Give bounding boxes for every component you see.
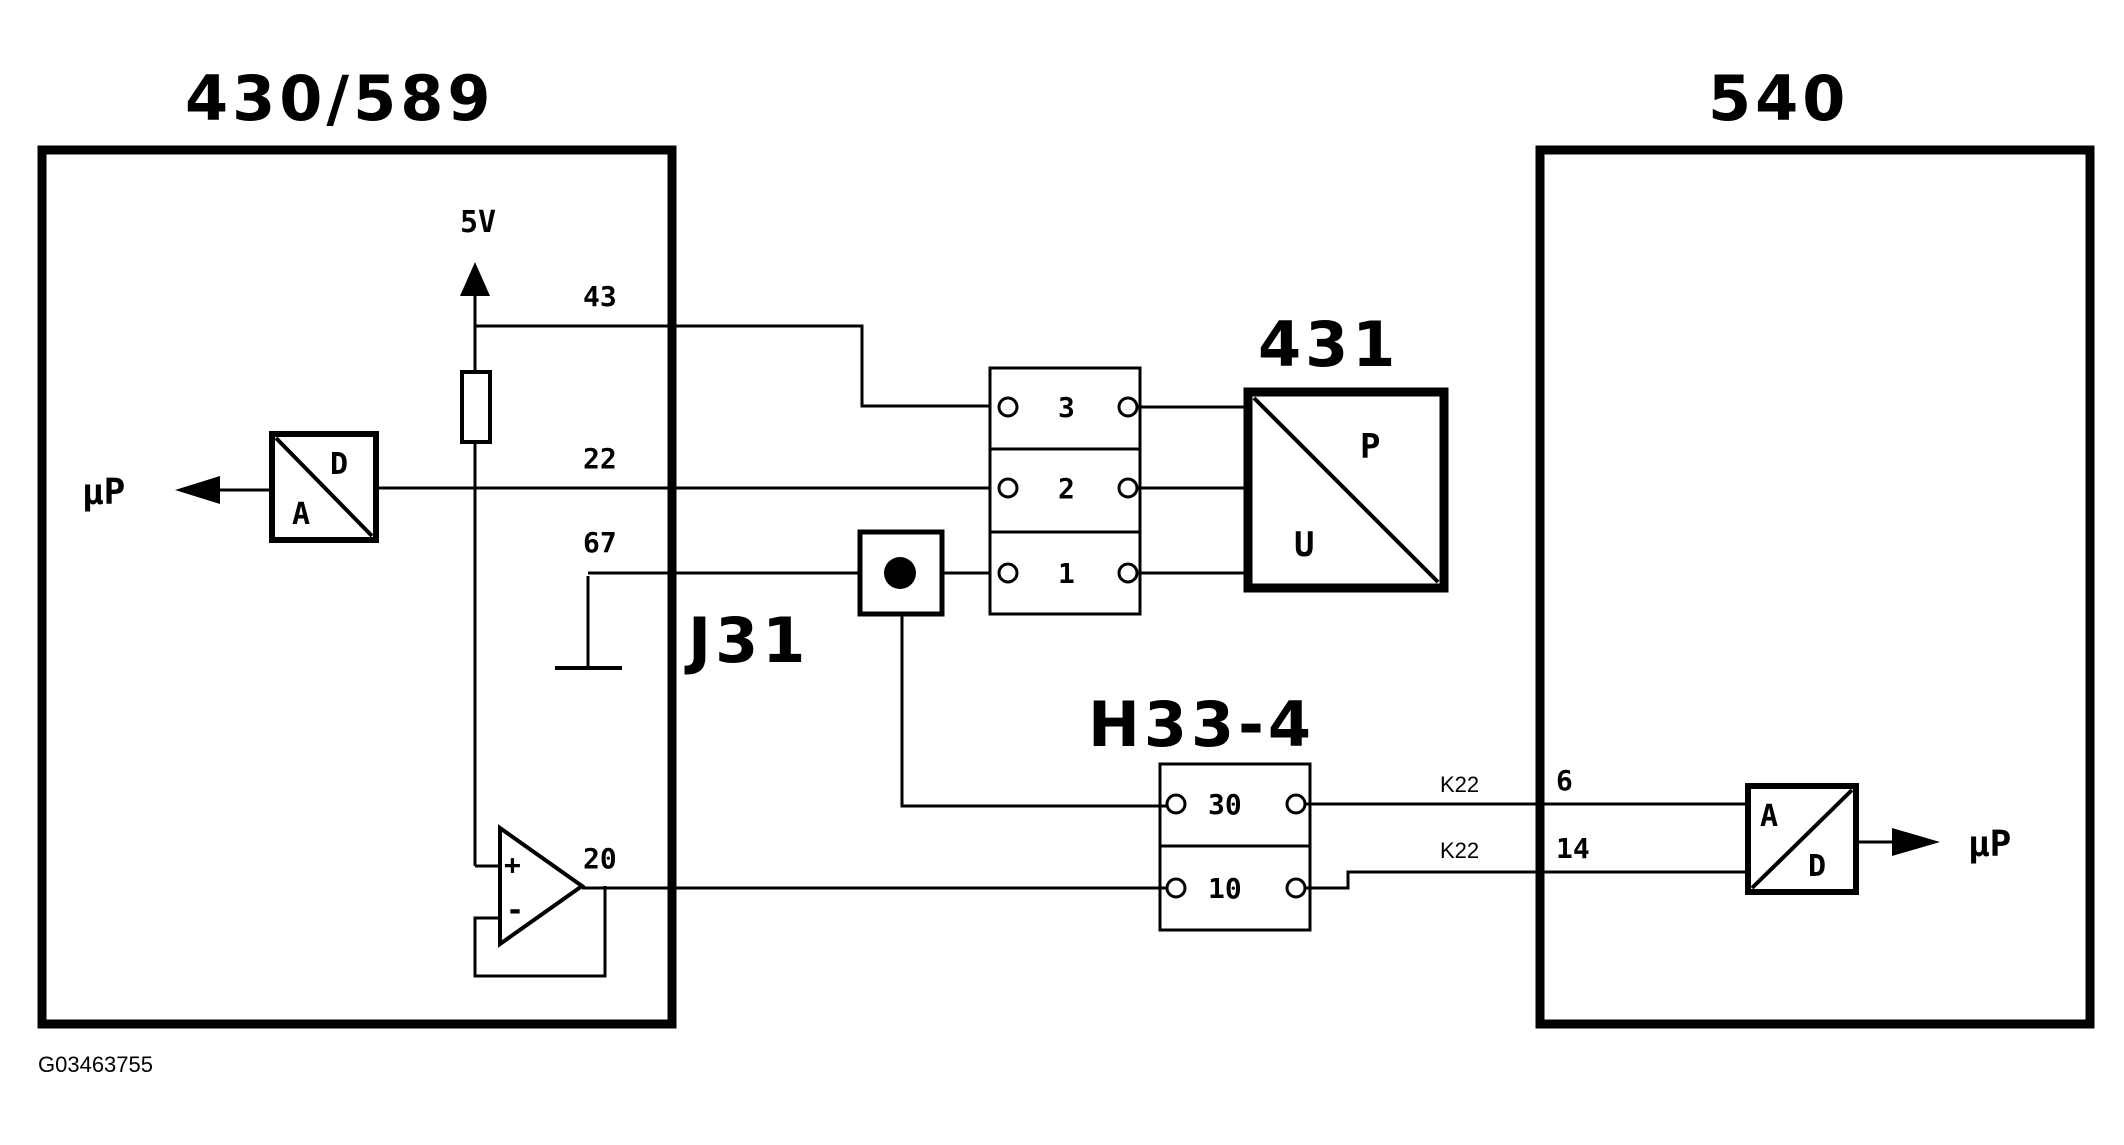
sensor-label: 431 <box>1258 308 1399 381</box>
sensor-connector-box <box>988 366 1142 616</box>
pin-67-label: 67 <box>583 526 617 559</box>
sensor-diagonal <box>1252 396 1440 584</box>
ecu-left-box <box>37 145 677 1029</box>
sensor-connector-pin3-label: 3 <box>1058 391 1075 424</box>
connector-h33-pin10-label: 10 <box>1208 872 1242 905</box>
sensor-u-label: U <box>1294 525 1314 565</box>
sensor-connector-pin3-left <box>997 396 1019 418</box>
wire-code-top: K22 <box>1440 772 1479 797</box>
figure-id: G03463755 <box>38 1052 153 1077</box>
pin-20-label: 20 <box>583 842 617 875</box>
sensor-p-label: P <box>1360 427 1380 467</box>
wire-h33-10-to-540 <box>1305 870 1748 890</box>
opamp-plus-label: + <box>504 848 521 881</box>
sensor-connector-pin2-left <box>997 477 1019 499</box>
pin-22-label: 22 <box>583 442 617 475</box>
sensor-connector-pin2-label: 2 <box>1058 472 1075 505</box>
adc-left-diagonal <box>274 436 374 538</box>
adc-right-diagonal <box>1750 788 1854 890</box>
supply-label: 5V <box>460 205 496 240</box>
connector-h33-pin30-left <box>1165 793 1187 815</box>
pin-43-label: 43 <box>583 280 617 313</box>
adc-left-a-label: A <box>292 497 310 532</box>
ecu-right-label: 540 <box>1708 62 1849 135</box>
ecu-left-label: 430/589 <box>185 62 494 135</box>
adc-left-d-label: D <box>330 447 348 482</box>
adc-right-a-label: A <box>1760 799 1778 834</box>
pin-6-label: 6 <box>1556 764 1573 797</box>
sensor-connector-pin1-right <box>1117 562 1139 584</box>
connector-h33-pin30-right <box>1285 793 1307 815</box>
wire-43 <box>475 324 990 408</box>
connector-h33-pin10-right <box>1285 877 1307 899</box>
ecu-right-box <box>1535 145 2095 1029</box>
adc-left-output-label: µP <box>82 472 125 513</box>
sensor-connector-pin2-right <box>1117 477 1139 499</box>
junction-j31-label: J31 <box>684 604 809 677</box>
sensor-connector-pin3-right <box>1117 396 1139 418</box>
opamp-icon <box>498 824 586 948</box>
opamp-feedback <box>473 886 607 978</box>
adc-right-output-label: µP <box>1968 824 2011 865</box>
connector-h33-pin10-left <box>1165 877 1187 899</box>
junction-j31-dot <box>884 557 916 589</box>
supply-arrow-icon <box>460 262 490 296</box>
opamp-minus-label: - <box>506 893 524 928</box>
adc-right-box <box>1745 783 1859 895</box>
connector-h33-label: H33-4 <box>1088 688 1315 761</box>
adc-left-output-arrow-icon <box>175 476 220 504</box>
sensor-connector-pin1-left <box>997 562 1019 584</box>
sensor-box <box>1243 387 1449 593</box>
connector-h33-pin30-label: 30 <box>1208 788 1242 821</box>
wire-j31-to-h33 <box>900 614 1168 808</box>
adc-right-d-label: D <box>1808 849 1826 884</box>
wire-code-bottom: K22 <box>1440 838 1479 863</box>
sensor-connector-pin1-label: 1 <box>1058 557 1075 590</box>
adc-right-output-arrow-icon <box>1892 828 1940 856</box>
pin-14-label: 14 <box>1556 832 1590 865</box>
pullup-resistor <box>460 370 492 444</box>
